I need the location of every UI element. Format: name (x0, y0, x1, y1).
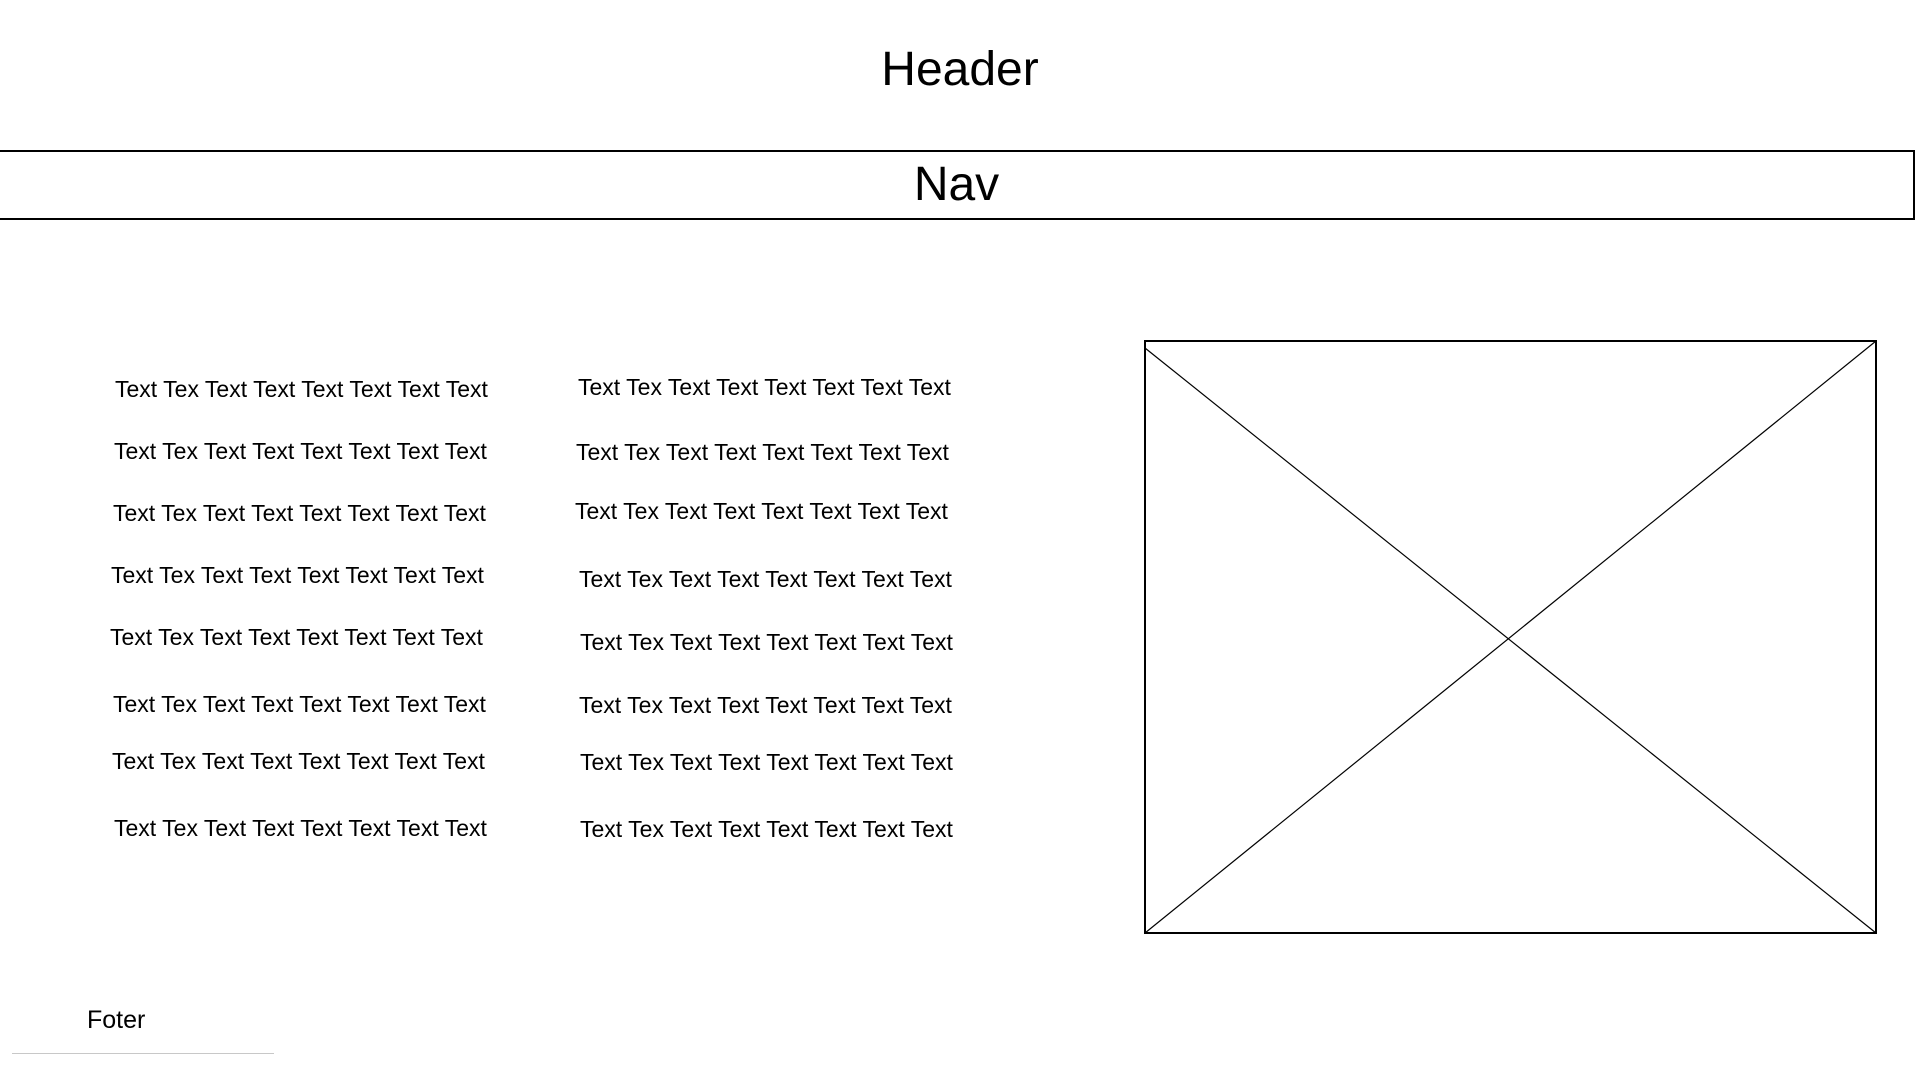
text-line: Text Tex Text Text Text Text Text Text (580, 749, 953, 775)
text-line: Text Tex Text Text Text Text Text Text (579, 692, 952, 718)
text-line: Text Tex Text Text Text Text Text Text (576, 439, 949, 465)
text-line: Text Tex Text Text Text Text Text Text (578, 374, 951, 400)
nav-bar[interactable]: Nav (0, 150, 1915, 220)
text-line: Text Tex Text Text Text Text Text Text (114, 438, 487, 464)
image-placeholder-icon (1144, 340, 1877, 934)
footer-divider (12, 1053, 274, 1054)
text-line: Text Tex Text Text Text Text Text Text (575, 498, 948, 524)
text-line: Text Tex Text Text Text Text Text Text (115, 376, 488, 402)
text-line: Text Tex Text Text Text Text Text Text (579, 566, 952, 592)
text-line: Text Tex Text Text Text Text Text Text (114, 815, 487, 841)
text-line: Text Tex Text Text Text Text Text Text (580, 816, 953, 842)
text-line: Text Tex Text Text Text Text Text Text (112, 748, 485, 774)
page-header: Header (881, 43, 1039, 96)
footer-label: Foter (87, 1006, 146, 1034)
text-line: Text Tex Text Text Text Text Text Text (110, 624, 483, 650)
text-line: Text Tex Text Text Text Text Text Text (113, 500, 486, 526)
text-line: Text Tex Text Text Text Text Text Text (111, 562, 484, 588)
image-placeholder (1144, 340, 1877, 934)
text-line: Text Tex Text Text Text Text Text Text (580, 629, 953, 655)
text-line: Text Tex Text Text Text Text Text Text (113, 691, 486, 717)
